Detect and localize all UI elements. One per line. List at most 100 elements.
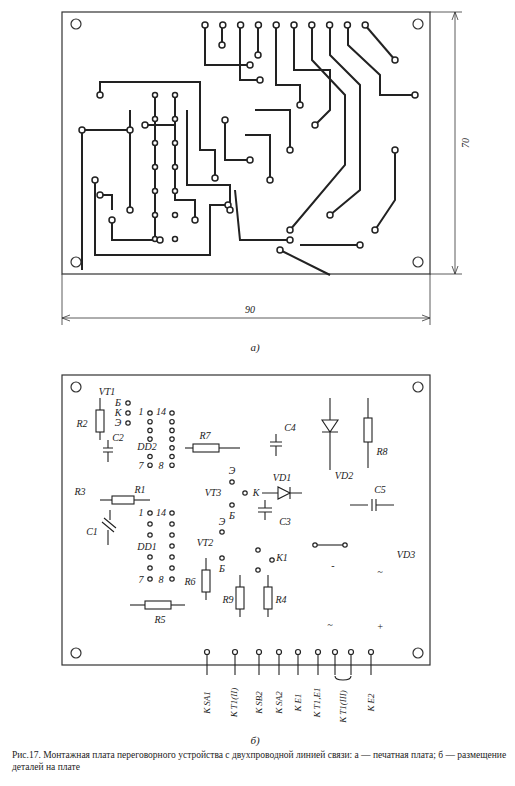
part-label: 1 <box>138 407 145 417</box>
pad <box>153 213 158 218</box>
part-label: ~ <box>376 567 383 577</box>
pad <box>126 411 130 415</box>
pad <box>256 568 260 572</box>
pad <box>148 428 152 432</box>
pad <box>170 511 174 515</box>
part-label: 90 <box>244 305 256 315</box>
pad <box>372 227 378 233</box>
pad <box>247 157 253 163</box>
pad <box>173 213 178 218</box>
pad <box>192 217 198 223</box>
pad <box>170 544 174 548</box>
pad <box>349 650 354 655</box>
pad <box>233 650 238 655</box>
part-label: 14 <box>155 508 167 518</box>
pad <box>173 93 178 98</box>
pad <box>309 22 315 28</box>
pad <box>312 122 318 128</box>
pad <box>287 147 293 153</box>
pad <box>157 237 163 243</box>
part-label: 1 <box>138 508 145 518</box>
pad <box>173 165 178 170</box>
part-label: 8 <box>158 461 165 471</box>
pad <box>344 22 350 28</box>
pad <box>170 533 174 537</box>
part-label: б) <box>249 735 260 746</box>
part-label: R9 <box>221 595 234 605</box>
pad <box>343 543 347 547</box>
part-label: R2 <box>75 419 88 429</box>
pad <box>230 503 234 507</box>
part-label: 7 <box>138 575 145 585</box>
wire <box>234 652 235 675</box>
pad <box>127 207 133 213</box>
wire <box>297 652 298 675</box>
pad <box>170 437 174 441</box>
part-label: DD2 <box>136 442 157 452</box>
part-label: VT2 <box>196 538 215 548</box>
pad <box>287 227 293 233</box>
pad <box>220 530 224 534</box>
part-label: R1 <box>133 485 146 495</box>
part-label: R4 <box>274 595 287 605</box>
terminal-label: К Т1(III) <box>339 689 348 724</box>
part-label: K1 <box>275 553 289 563</box>
pad <box>173 189 178 194</box>
pad <box>270 558 274 562</box>
pad <box>287 237 293 243</box>
pad <box>255 22 261 28</box>
pad <box>291 22 297 28</box>
terminal-label: К E2 <box>366 692 375 712</box>
terminal-label: К SA2 <box>274 690 283 715</box>
pad <box>148 420 152 424</box>
pad <box>267 177 273 183</box>
pad <box>173 141 178 146</box>
part-label: 7 <box>138 461 145 471</box>
part-label: Б <box>218 564 226 574</box>
board-a <box>62 12 462 325</box>
pad <box>202 22 208 28</box>
copper-traces <box>82 25 415 275</box>
pad <box>170 555 174 559</box>
part-label: 14 <box>155 407 167 417</box>
pad <box>220 22 226 28</box>
terminal-label: К Т1,E1 <box>313 686 322 718</box>
pad <box>127 127 133 133</box>
part-label: + <box>376 622 385 632</box>
part-label: C5 <box>373 485 387 495</box>
pad <box>257 650 262 655</box>
pad <box>277 650 282 655</box>
pad <box>173 117 178 122</box>
pad <box>148 577 152 581</box>
pad <box>212 175 218 181</box>
pad <box>412 92 418 98</box>
pad <box>170 454 174 458</box>
wire <box>350 652 351 675</box>
part-label: Э <box>228 466 237 476</box>
pad <box>327 212 333 218</box>
pad <box>148 463 152 467</box>
pad <box>148 437 152 441</box>
part-label: Б <box>228 511 236 521</box>
part-label: ~ <box>326 620 333 630</box>
pad <box>219 42 225 48</box>
pad <box>109 217 115 223</box>
part-label: R7 <box>198 431 211 441</box>
pad <box>97 92 103 98</box>
pad <box>170 446 174 450</box>
pad <box>277 247 283 253</box>
pad <box>126 421 130 425</box>
pad <box>148 566 152 570</box>
part-label: C2 <box>111 433 125 443</box>
wire <box>258 652 259 675</box>
part-label: К <box>252 488 261 498</box>
pad <box>97 192 103 198</box>
pad <box>148 522 152 526</box>
pad <box>362 22 368 28</box>
pad <box>296 650 301 655</box>
pad <box>256 548 260 552</box>
wire <box>206 652 207 675</box>
pad <box>170 522 174 526</box>
part-label: R6 <box>183 577 196 587</box>
